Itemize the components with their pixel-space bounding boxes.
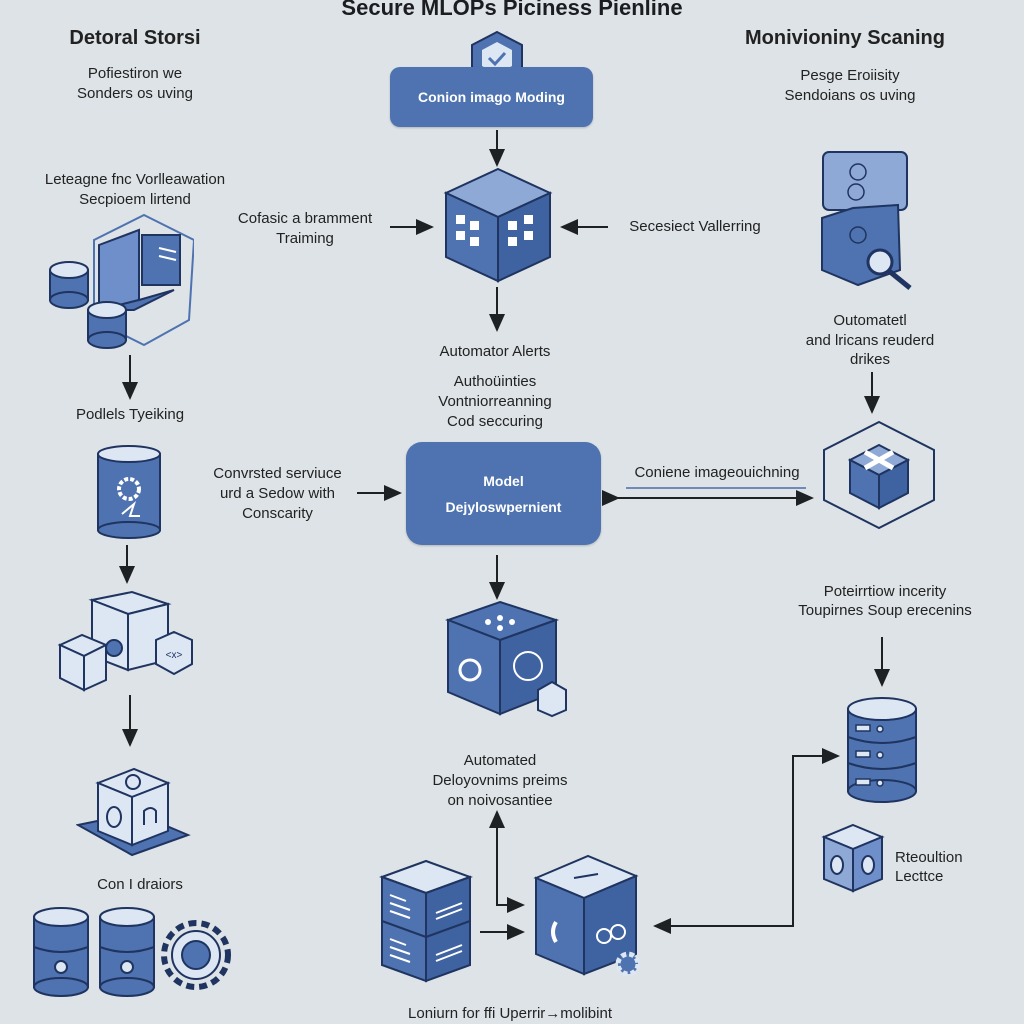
- gear-cylinder-icon: [97, 445, 161, 539]
- model-deployment-label-2: Dejyloswpernient: [445, 498, 562, 515]
- service-label-3: Conscarity: [242, 505, 313, 522]
- right-column-subheading-1: Pesge Eroiisity: [800, 67, 900, 84]
- phone-gear-cube-icon[interactable]: [532, 852, 644, 978]
- left-step1-label-2: Secpioem lirtend: [79, 191, 191, 208]
- diagram-title: Secure MLOPs Piciness Pienline: [341, 0, 683, 20]
- gear-icon: [161, 920, 231, 990]
- training-label-1: Cofasic a bramment: [237, 210, 373, 227]
- model-deployment-label-1: Model: [483, 472, 524, 489]
- service-label-1: Convrsted serviuce: [213, 465, 342, 482]
- folder-scan-icon: [821, 151, 912, 290]
- left-column-subheading-1: Pofiestiron we: [87, 65, 183, 82]
- database-window-icon: [49, 213, 194, 349]
- footer-label: Loniurn for ffi Uperrir→molibint: [408, 1005, 612, 1022]
- right-step1-label-1: Outomatetl: [833, 312, 907, 329]
- left-column-subheading-2: Sonders os uving: [77, 85, 193, 102]
- svg-text:<x>: <x>: [166, 650, 183, 661]
- right-step2-label-2: Toupirnes Soup erecenins: [798, 602, 972, 619]
- right-column-heading: Monivioniny Scaning: [744, 27, 945, 49]
- lock-cube-icon: [821, 823, 885, 893]
- model-deployment-box[interactable]: Model Dejyloswpernient: [406, 442, 601, 545]
- hexagon-cube-icon: [823, 420, 935, 530]
- right-step2-label-1: Poteirrtiow incerity: [823, 583, 947, 600]
- automated-label-3: on noivosantiee: [447, 792, 553, 809]
- alerts-sub-1: Authoüinties: [453, 373, 537, 390]
- server-database-icon: [847, 697, 917, 803]
- right-column-subheading-2: Sendoians os uving: [784, 87, 916, 104]
- right-step3-label-1: Rteoultion: [895, 849, 963, 866]
- right-step1-label-2: and lricans reuderd: [805, 332, 935, 349]
- arrow-down-to-cube: [496, 860, 525, 913]
- automated-label-1: Automated: [463, 752, 537, 769]
- document-stack-icon: [379, 859, 473, 983]
- lock-database-icons: [33, 907, 231, 997]
- left-step2-label: Podlels Tyeiking: [75, 406, 185, 423]
- training-label-2: Traiming: [276, 230, 334, 247]
- right-step1-label-3: drikes: [849, 351, 890, 368]
- training-cube-icon[interactable]: [440, 165, 556, 285]
- alerts-sub-2: Vontniorreanning: [438, 393, 552, 410]
- top-box-label: Conion imago Moding: [418, 89, 565, 105]
- image-matching-link-label: Coniene imageouichning: [634, 464, 800, 481]
- left-step1-label-1: Leteagne fnc Vorlleawation: [44, 171, 226, 188]
- cube-lock-icon: [76, 767, 191, 857]
- cubes-gear-icon: <x>: [57, 590, 193, 692]
- right-step3-label-2: Lecttce: [895, 868, 944, 885]
- left-step3-label: Con I draiors: [97, 876, 183, 893]
- top-box-container-imaging[interactable]: Conion imago Moding: [390, 67, 593, 127]
- service-label-2: urd a Sedow with: [219, 485, 336, 502]
- automated-label-2: Deloyovnims preims: [432, 772, 568, 789]
- left-column-heading: Detoral Storsi: [69, 27, 201, 49]
- validation-label: Secesiect Vallerring: [629, 218, 761, 235]
- alerts-label: Automator Alerts: [439, 343, 551, 360]
- arrow-return-to-server: [665, 748, 840, 927]
- alerts-sub-3: Cod seccuring: [447, 413, 543, 430]
- neural-cube-icon[interactable]: [444, 600, 570, 718]
